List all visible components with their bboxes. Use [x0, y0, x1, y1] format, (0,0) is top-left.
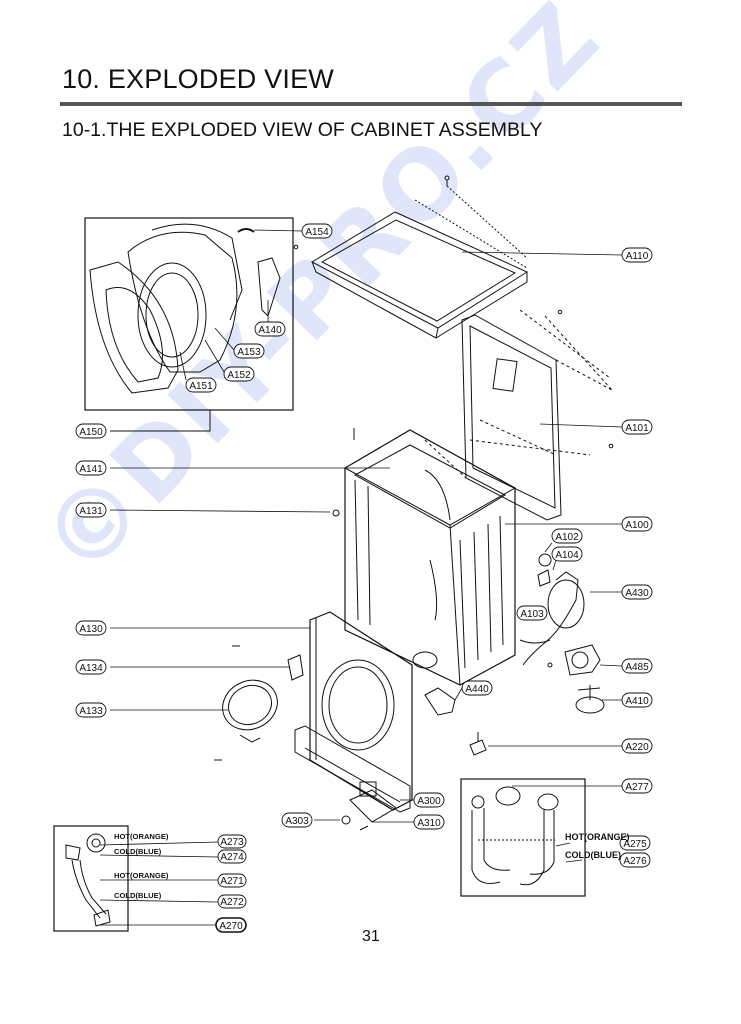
inlet-hose-box [460, 778, 586, 897]
label-A303: A303 [281, 812, 313, 828]
pressure-switch-part [537, 569, 551, 587]
svg-text:A273: A273 [220, 837, 244, 848]
svg-text:A271: A271 [220, 876, 244, 887]
svg-text:A300: A300 [417, 796, 441, 807]
wire-harness-part [424, 687, 456, 716]
label-A130: A130 [75, 620, 107, 636]
note-cold-blue-inset: COLD(BLUE) [114, 847, 162, 856]
label-A271: A271 [217, 873, 247, 888]
svg-text:A104: A104 [555, 550, 579, 561]
label-A154: A154 [301, 223, 333, 239]
label-A133: A133 [75, 702, 107, 718]
label-A310: A310 [413, 814, 445, 830]
label-A276: A276 [619, 852, 651, 868]
svg-text:A110: A110 [626, 251, 649, 262]
label-A153: A153 [233, 343, 265, 359]
label-A131: A131 [75, 502, 107, 518]
title-divider [60, 102, 682, 106]
svg-text:A150: A150 [79, 427, 103, 438]
label-A300: A300 [413, 792, 445, 808]
svg-text:A133: A133 [79, 706, 103, 717]
svg-text:A274: A274 [220, 852, 244, 863]
section-title: 10-1.THE EXPLODED VIEW OF CABINET ASSEMB… [62, 119, 543, 141]
svg-text:A275: A275 [623, 839, 647, 850]
svg-text:A277: A277 [625, 782, 649, 793]
hose-inset-box [53, 825, 129, 932]
label-A440: A440 [461, 680, 493, 696]
svg-text:A130: A130 [79, 624, 103, 635]
svg-text:A151: A151 [189, 381, 213, 392]
svg-text:A310: A310 [417, 818, 441, 829]
label-A485: A485 [621, 658, 653, 674]
svg-text:A272: A272 [220, 897, 244, 908]
svg-text:A270: A270 [219, 921, 243, 932]
door-lock-part [287, 654, 304, 681]
label-A151: A151 [185, 377, 217, 393]
detergent-drawer-part [349, 789, 397, 823]
label-A410: A410 [621, 692, 653, 708]
svg-text:A131: A131 [79, 506, 103, 517]
svg-text:A276: A276 [623, 856, 647, 867]
label-A140: A140 [254, 321, 286, 337]
door-glass-part [127, 231, 238, 373]
svg-text:A485: A485 [625, 662, 649, 673]
hose-connector-part [86, 833, 106, 853]
drain-hose-part [522, 571, 579, 666]
page-number: 31 [362, 928, 380, 945]
label-A110: A110 [621, 247, 653, 263]
foot-part [469, 739, 487, 756]
label-A272: A272 [217, 894, 247, 909]
pump-part [564, 644, 601, 676]
svg-text:A152: A152 [227, 370, 251, 381]
back-cover-part [461, 314, 562, 521]
door-assembly-frame [84, 217, 294, 411]
svg-text:A440: A440 [465, 684, 489, 695]
filter-part [538, 553, 552, 567]
page-title: 10. EXPLODED VIEW [62, 64, 334, 94]
label-A273: A273 [217, 834, 247, 849]
svg-text:A153: A153 [237, 347, 261, 358]
svg-text:A103: A103 [520, 609, 544, 620]
svg-text:A410: A410 [625, 696, 649, 707]
label-A141: A141 [75, 460, 107, 476]
label-A220: A220 [621, 738, 653, 754]
svg-text:A102: A102 [555, 532, 579, 543]
label-A277: A277 [621, 778, 653, 794]
svg-text:A140: A140 [258, 325, 282, 336]
svg-text:A141: A141 [79, 464, 103, 475]
door-hinge-part [257, 257, 281, 317]
cabinet-body-part [344, 429, 516, 686]
label-A102: A102 [551, 528, 583, 544]
control-panel-part [294, 725, 411, 813]
note-cold-blue-box: COLD(BLUE) [565, 850, 621, 860]
label-A150: A150 [75, 423, 107, 439]
label-A134: A134 [75, 659, 107, 675]
svg-text:A154: A154 [305, 227, 329, 238]
svg-text:A430: A430 [625, 588, 649, 599]
note-hot-orange-inset: HOT(ORANGE) [114, 832, 169, 841]
label-A101: A101 [621, 419, 653, 435]
note-hot-orange-box: HOT(ORANGE) [565, 832, 630, 842]
label-A270: A270 [215, 917, 247, 933]
label-A152: A152 [223, 366, 255, 382]
inlet-valve-part [471, 795, 485, 809]
svg-text:A134: A134 [79, 663, 103, 674]
svg-text:A101: A101 [625, 423, 649, 434]
label-A274: A274 [217, 849, 247, 864]
svg-text:A100: A100 [625, 520, 649, 531]
note-hot-orange-inset-2: HOT(ORANGE) [114, 871, 169, 880]
svg-text:A303: A303 [285, 816, 309, 827]
service-cover-part [222, 679, 278, 731]
note-cold-blue-inset-2: COLD(BLUE) [114, 891, 162, 900]
label-A430: A430 [621, 584, 653, 600]
door-handle-part [237, 228, 255, 233]
label-A100: A100 [621, 516, 653, 532]
label-A104: A104 [551, 546, 583, 562]
label-A103: A103 [516, 605, 548, 621]
svg-text:A220: A220 [625, 742, 649, 753]
label-A275: A275 [619, 835, 651, 851]
